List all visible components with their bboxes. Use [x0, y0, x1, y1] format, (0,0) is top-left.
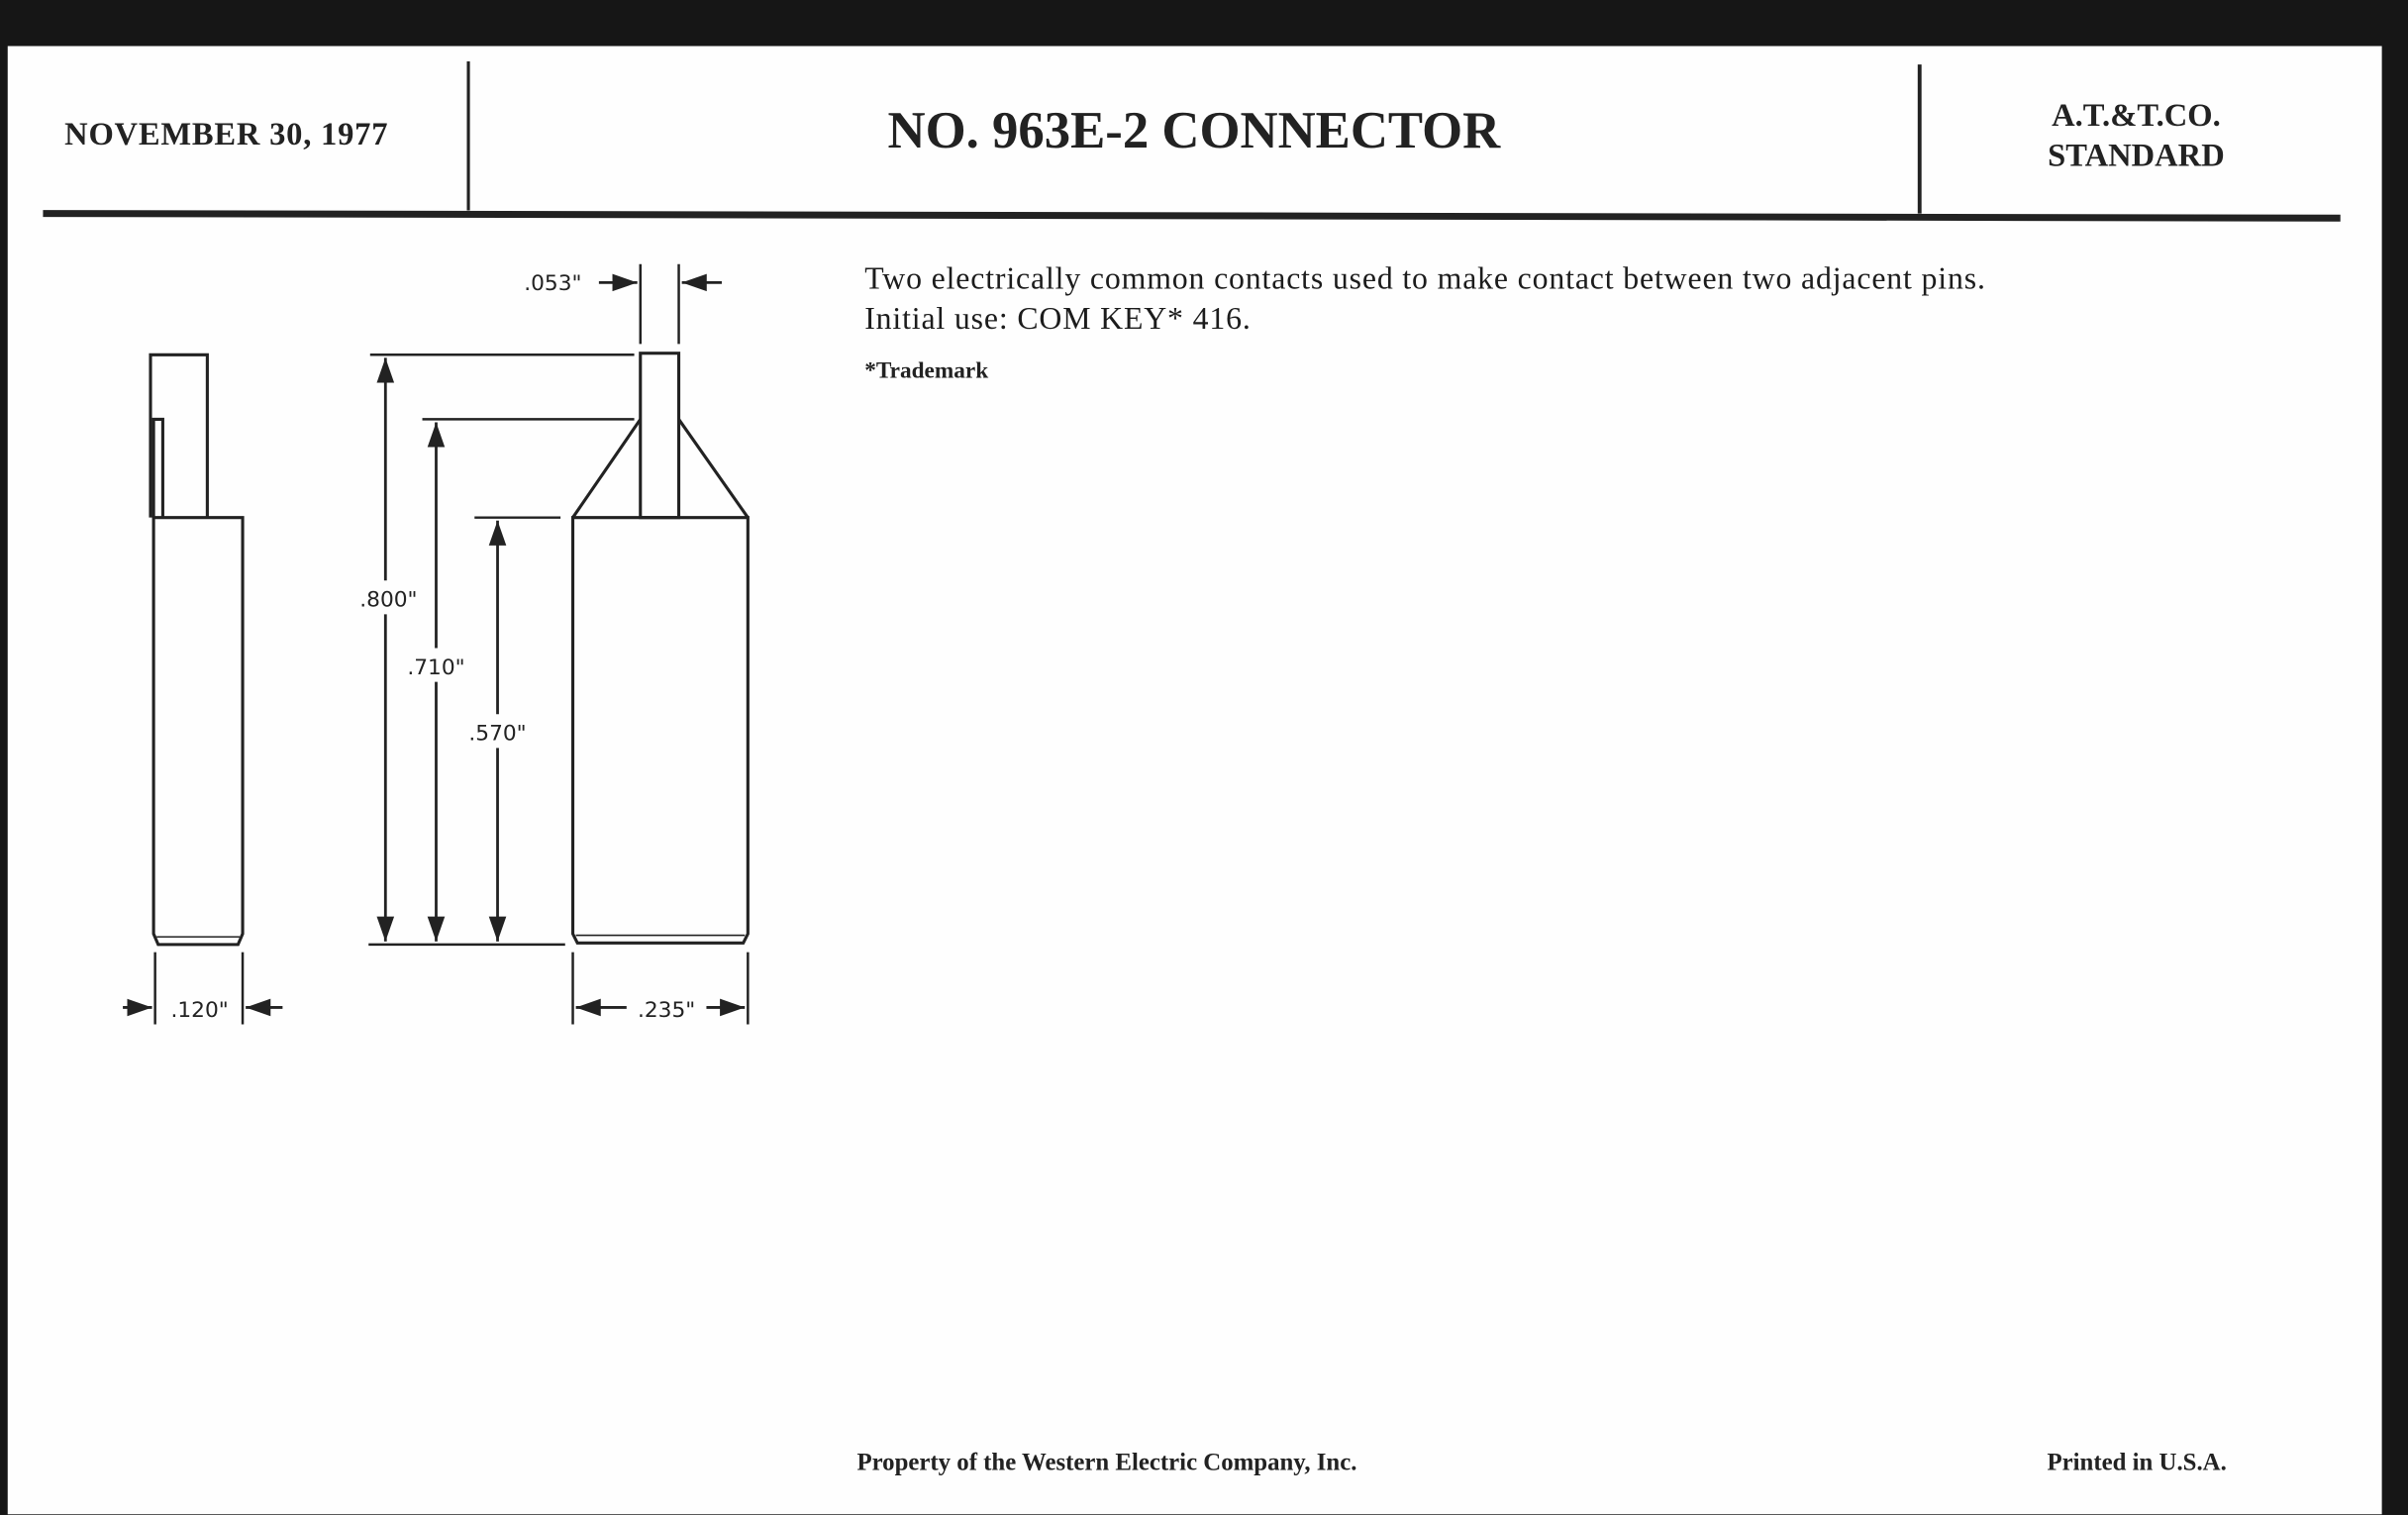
trademark-footnote: *Trademark — [864, 358, 989, 384]
front-view — [570, 352, 750, 945]
description: Two electrically common contacts used to… — [864, 259, 1986, 340]
side-view — [149, 353, 245, 947]
description-line-1: Two electrically common contacts used to… — [864, 262, 1986, 297]
document-title: NO. 963E-2 CONNECTOR — [887, 102, 1501, 160]
standard-label: A.T.&T.CO. STANDARD — [1996, 95, 2275, 175]
footer-property: Property of the Western Electric Company… — [856, 1450, 1357, 1476]
standard-line-1: A.T.&T.CO. — [2052, 96, 2221, 134]
header-rule — [43, 210, 2341, 222]
dim-shoulder-height: .710" — [407, 656, 464, 680]
dim-side-width: .120" — [170, 998, 228, 1023]
dim-body-height: .570" — [468, 722, 526, 747]
document-date: NOVEMBER 30, 1977 — [64, 115, 389, 152]
dim-overall-height: .800" — [359, 588, 417, 613]
dimension-labels: .053" .800" .710" .570" .120" .235" — [170, 271, 695, 1023]
footer-printed: Printed in U.S.A. — [2047, 1450, 2227, 1476]
dim-pin-width: .053" — [524, 271, 581, 296]
extension-lines — [153, 263, 750, 1025]
description-line-2: Initial use: COM KEY* 416. — [864, 302, 1252, 337]
standard-line-2: STANDARD — [2048, 137, 2225, 174]
dimension-lines — [123, 273, 746, 1017]
paper-sheet — [7, 46, 2382, 1515]
dim-body-width: .235" — [638, 998, 695, 1023]
